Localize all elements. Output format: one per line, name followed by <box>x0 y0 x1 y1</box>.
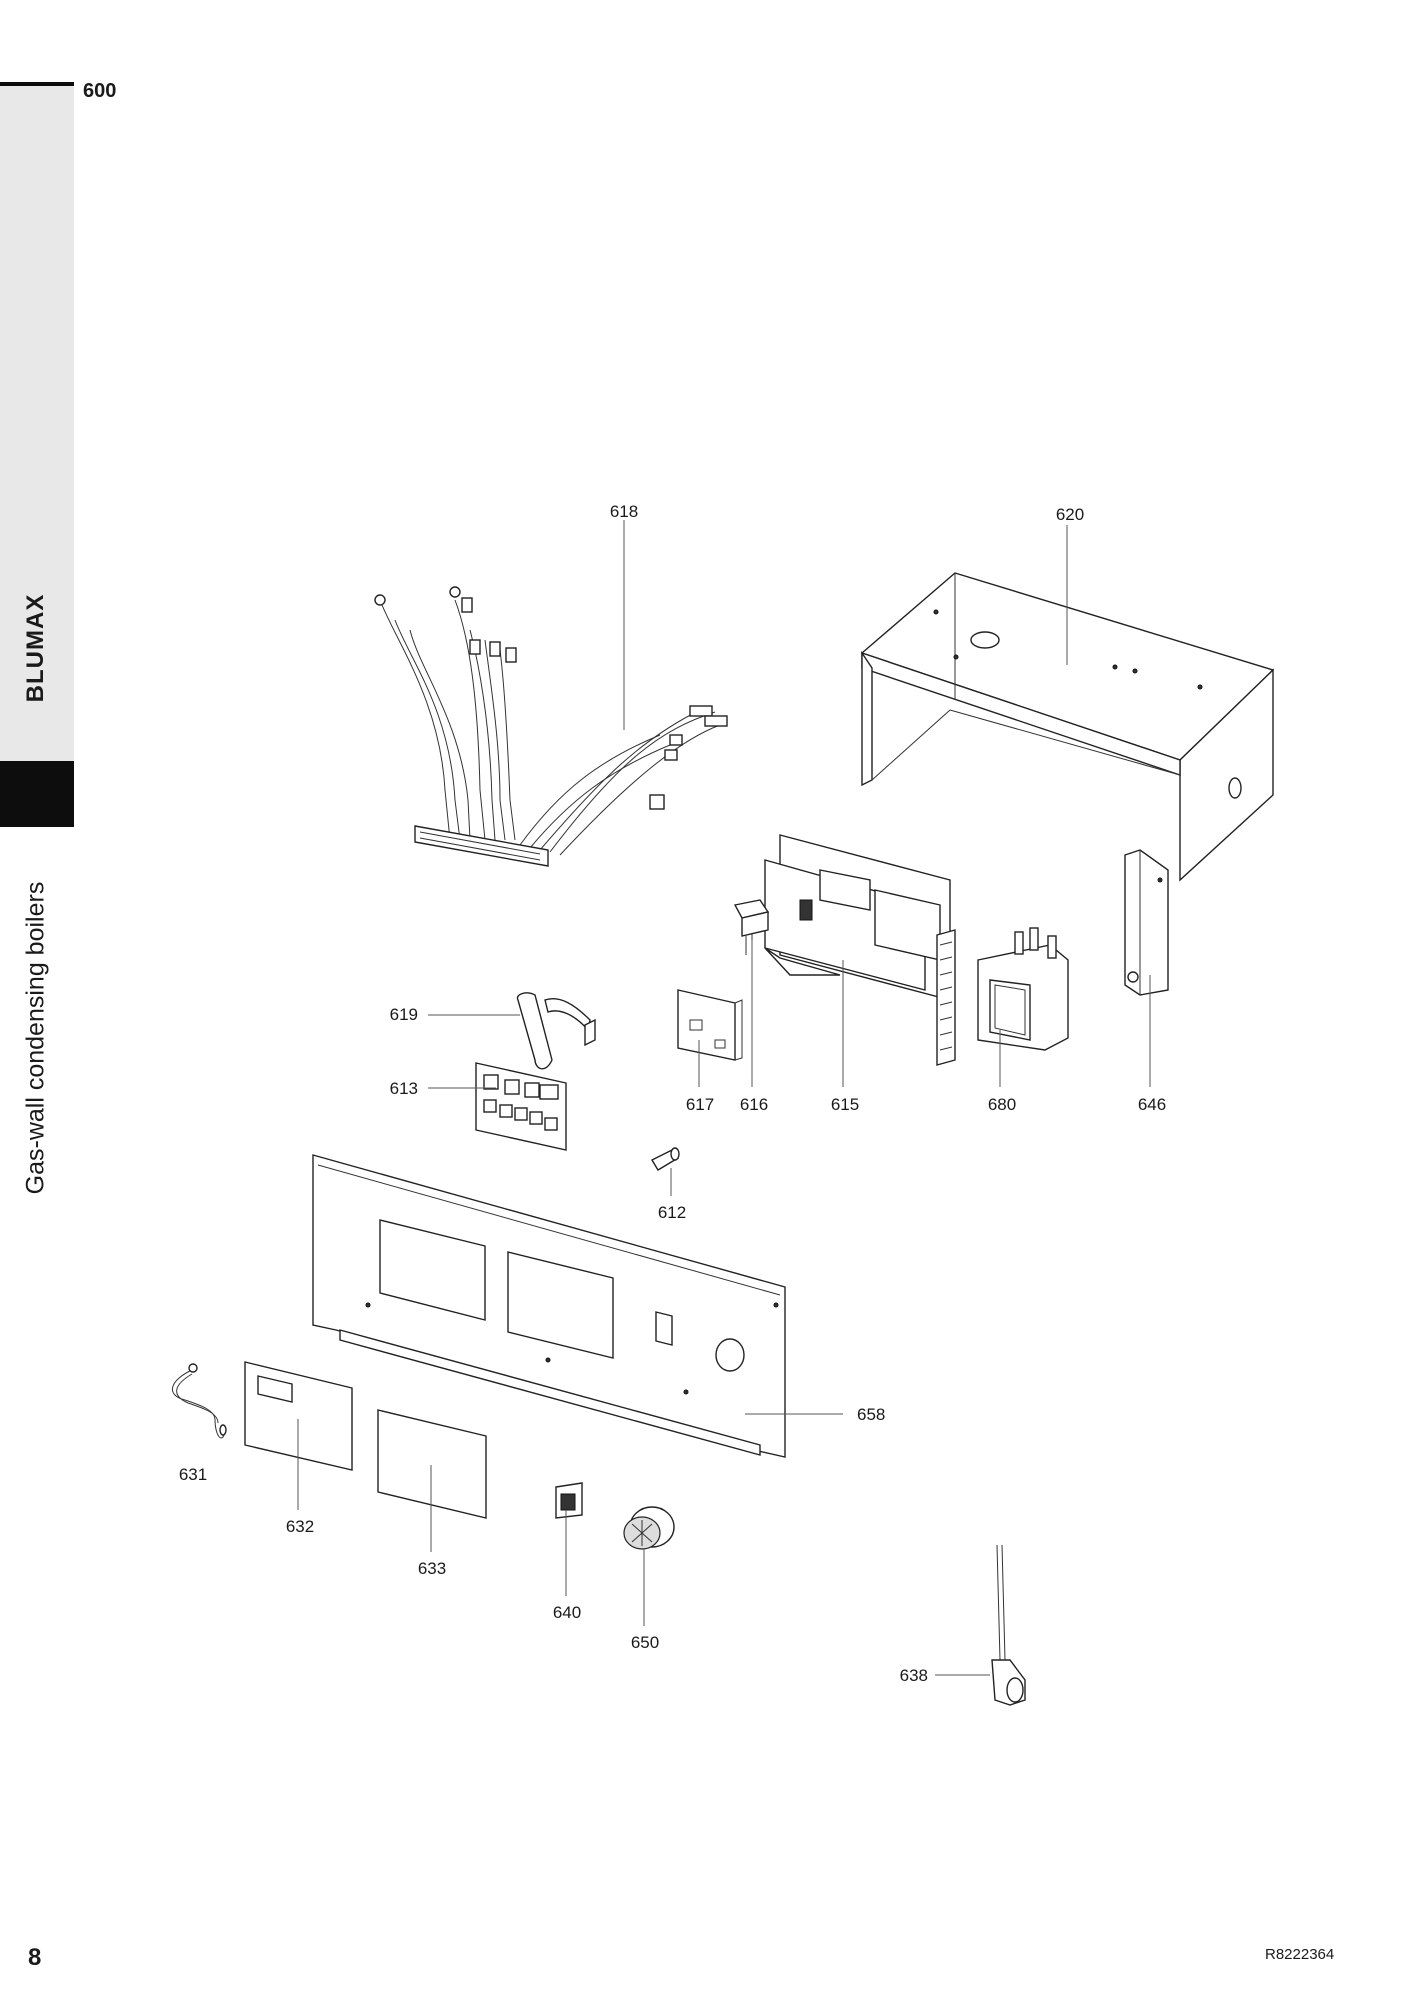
cover-633 <box>377 1409 487 1519</box>
bracket-646 <box>1124 849 1169 996</box>
label-618: 618 <box>610 502 638 521</box>
label-632: 632 <box>286 1517 314 1536</box>
label-646: 646 <box>1138 1095 1166 1114</box>
reference-code: R8222364 <box>1265 1946 1335 1963</box>
cover-632 <box>244 1361 353 1471</box>
label-631: 631 <box>179 1465 207 1484</box>
label-616: 616 <box>740 1095 768 1114</box>
circuit-board-617 <box>677 989 743 1061</box>
switch-616 <box>733 899 770 955</box>
fuse-612 <box>651 1147 680 1171</box>
leader-lines <box>297 520 1151 1676</box>
label-617: 617 <box>686 1095 714 1114</box>
housing-620 <box>860 572 1275 882</box>
part-labels: 618 620 619 613 617 616 615 680 646 612 … <box>179 502 1166 1685</box>
transformer-680 <box>977 927 1069 1051</box>
label-638: 638 <box>900 1666 928 1685</box>
sidebar <box>0 0 74 1994</box>
label-650: 650 <box>631 1633 659 1652</box>
label-633: 633 <box>418 1559 446 1578</box>
control-board-615 <box>764 834 956 1066</box>
wiring-harness-618 <box>374 586 728 867</box>
section-number: 600 <box>83 80 117 102</box>
label-680: 680 <box>988 1095 1016 1114</box>
sidebar-band <box>0 86 74 761</box>
label-620: 620 <box>1056 505 1084 524</box>
label-619: 619 <box>390 1005 418 1024</box>
rocker-switch-640 <box>555 1482 583 1519</box>
page-number: 8 <box>28 1944 42 1971</box>
front-panel-658 <box>312 1154 786 1458</box>
label-613: 613 <box>390 1079 418 1098</box>
sidebar-marker <box>0 761 74 827</box>
ground-wire-631 <box>172 1363 227 1439</box>
power-cable-638 <box>991 1544 1026 1706</box>
label-640: 640 <box>553 1603 581 1622</box>
label-612: 612 <box>658 1203 686 1222</box>
knob-650 <box>623 1506 675 1550</box>
label-615: 615 <box>831 1095 859 1114</box>
ribbon-cable-619 <box>516 992 596 1070</box>
circuit-board-613 <box>475 1062 567 1151</box>
label-658: 658 <box>857 1405 885 1424</box>
sidebar-top-bar <box>0 82 74 89</box>
